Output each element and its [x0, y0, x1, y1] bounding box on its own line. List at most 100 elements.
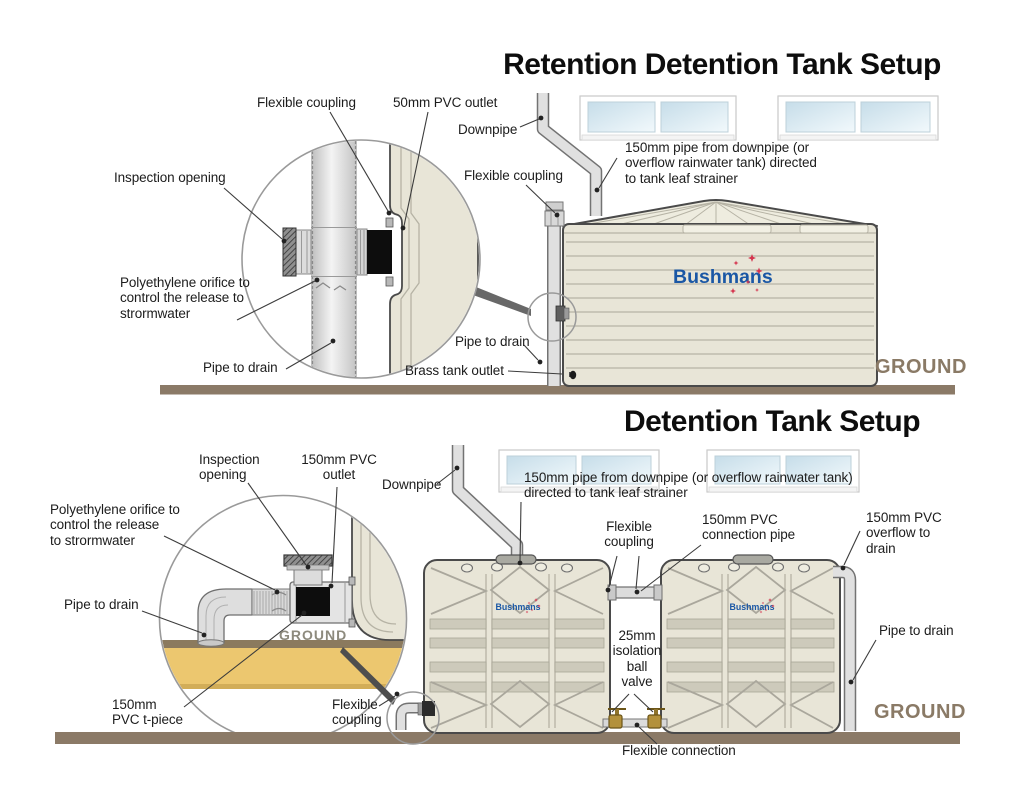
tank-rib-band: [429, 618, 487, 630]
window-pane: [581, 455, 652, 485]
label-pipe-note-top: 150mm pipe from downpipe (or overflow ra…: [625, 140, 817, 186]
coupling-sleeve: [295, 229, 312, 275]
window-pane: [660, 101, 729, 133]
window-sill: [708, 486, 858, 493]
label-pipe-to-drain-inset-bottom: Pipe to drain: [64, 597, 139, 612]
window: [498, 449, 660, 493]
tank-panel-pattern: [725, 565, 787, 615]
riser-pipe: [293, 568, 323, 586]
label-flexible-coupling-inset-bottom: Flexible coupling: [332, 697, 382, 728]
star-icon: [768, 598, 772, 602]
window: [706, 449, 860, 493]
tank-body: [562, 223, 878, 387]
star-icon: [759, 610, 763, 614]
window-pane: [506, 455, 577, 485]
star-icon: [755, 288, 759, 292]
leaf-strainer: [495, 554, 537, 565]
top-title: Retention Detention Tank Setup: [503, 48, 941, 81]
tank-panel-pattern: [430, 681, 489, 729]
vertical-pipe: [311, 141, 357, 377]
tank-rib-band: [429, 661, 487, 673]
tank-top-port: [697, 563, 711, 573]
magnifier-connector: [473, 287, 531, 316]
star-icon: [755, 267, 763, 275]
coupling-sleeve: [356, 228, 368, 276]
magnifier-circle: [527, 292, 577, 342]
label-downpipe-top: Downpipe: [458, 122, 518, 137]
tank-recess: [682, 224, 772, 234]
roof-ridge: [650, 201, 717, 226]
tank-rib-band: [554, 681, 605, 693]
soil-top-line: [160, 640, 406, 648]
window-pane: [785, 101, 856, 133]
label-inspection-opening-top: Inspection opening: [114, 170, 226, 185]
bottom-section: Bushmans Bushmans: [55, 445, 960, 745]
tank-rib-band: [554, 661, 605, 673]
tank-rib-band: [790, 681, 835, 693]
label-50mm-pvc-outlet: 50mm PVC outlet: [393, 95, 498, 110]
tank-rib-band: [554, 618, 605, 630]
tank-panel-pattern: [667, 681, 725, 729]
orifice-plate: [367, 230, 392, 274]
star-icon: [733, 260, 739, 266]
label-overflow-to-drain: 150mm PVC overflow to drain: [866, 510, 942, 556]
tank-rib-band: [727, 637, 786, 649]
flexible-coupling-detail: [386, 691, 440, 745]
tank-rib-band: [790, 618, 835, 630]
inset-circle: [241, 139, 481, 379]
tank-rib-band: [491, 661, 550, 673]
ground-label-top: GROUND: [875, 356, 967, 378]
tank-rib-band: [790, 637, 835, 649]
tank-panel-pattern: [430, 567, 489, 615]
top-leaders: [223, 111, 618, 375]
star-icon: [764, 608, 768, 612]
detention-tank-2: Bushmans: [660, 554, 841, 734]
label-orifice-note-bottom: Polyethylene orifice to control the rele…: [50, 502, 180, 548]
tank-ribs: [429, 618, 605, 693]
tank-rib-band: [429, 681, 487, 693]
tank-rib-band: [491, 618, 550, 630]
tank-top-port: [797, 563, 811, 573]
inspection-cap: [283, 554, 333, 567]
label-isolation-ball-valve: 25mm isolation ball valve: [612, 628, 662, 689]
magnifier-circle: [386, 691, 440, 745]
tank-top-port: [560, 563, 574, 573]
flow-mark: [333, 285, 347, 291]
brand-stars-icon: [759, 598, 775, 614]
label-flexible-coupling-tank-top: Flexible coupling: [464, 168, 563, 183]
top-section: Bushmans: [160, 93, 955, 395]
leaf-strainer: [732, 554, 774, 565]
soil-band: [160, 648, 406, 684]
label-connection-pipe: 150mm PVC connection pipe: [702, 512, 796, 543]
roof-ridge: [715, 201, 853, 226]
tank-panel-pattern: [667, 567, 725, 615]
star-icon: [530, 608, 534, 612]
bottom-inset: [158, 494, 408, 744]
flow-mark: [271, 607, 287, 612]
ground-bar-bottom: [55, 732, 960, 744]
tank-panel-pattern: [489, 679, 551, 729]
flow-mark: [315, 282, 331, 289]
bottom-title: Detention Tank Setup: [623, 405, 921, 438]
window: [777, 95, 939, 141]
star-icon: [745, 279, 751, 285]
roof-ridge: [616, 201, 717, 226]
star-icon: [527, 601, 531, 605]
window-sill: [581, 134, 735, 141]
tank-rib-band: [491, 637, 550, 649]
magnifier-connector: [340, 647, 396, 705]
label-pipe-to-drain-tank-top: Pipe to drain: [455, 334, 530, 349]
window-sill: [500, 486, 658, 493]
ground-label-inset: GROUND: [279, 627, 348, 643]
tank-top-port: [460, 563, 474, 573]
star-icon: [537, 604, 541, 608]
inspection-cap: [282, 227, 297, 277]
flexible-coupling-sleeve: [607, 584, 617, 601]
tank-rib-band: [727, 661, 786, 673]
tank-roof-ridges: [582, 201, 853, 226]
tank-panel-pattern: [789, 681, 834, 729]
tank-rib-band: [554, 637, 605, 649]
roof-ridge: [715, 201, 751, 226]
tank-top-port: [771, 562, 785, 572]
